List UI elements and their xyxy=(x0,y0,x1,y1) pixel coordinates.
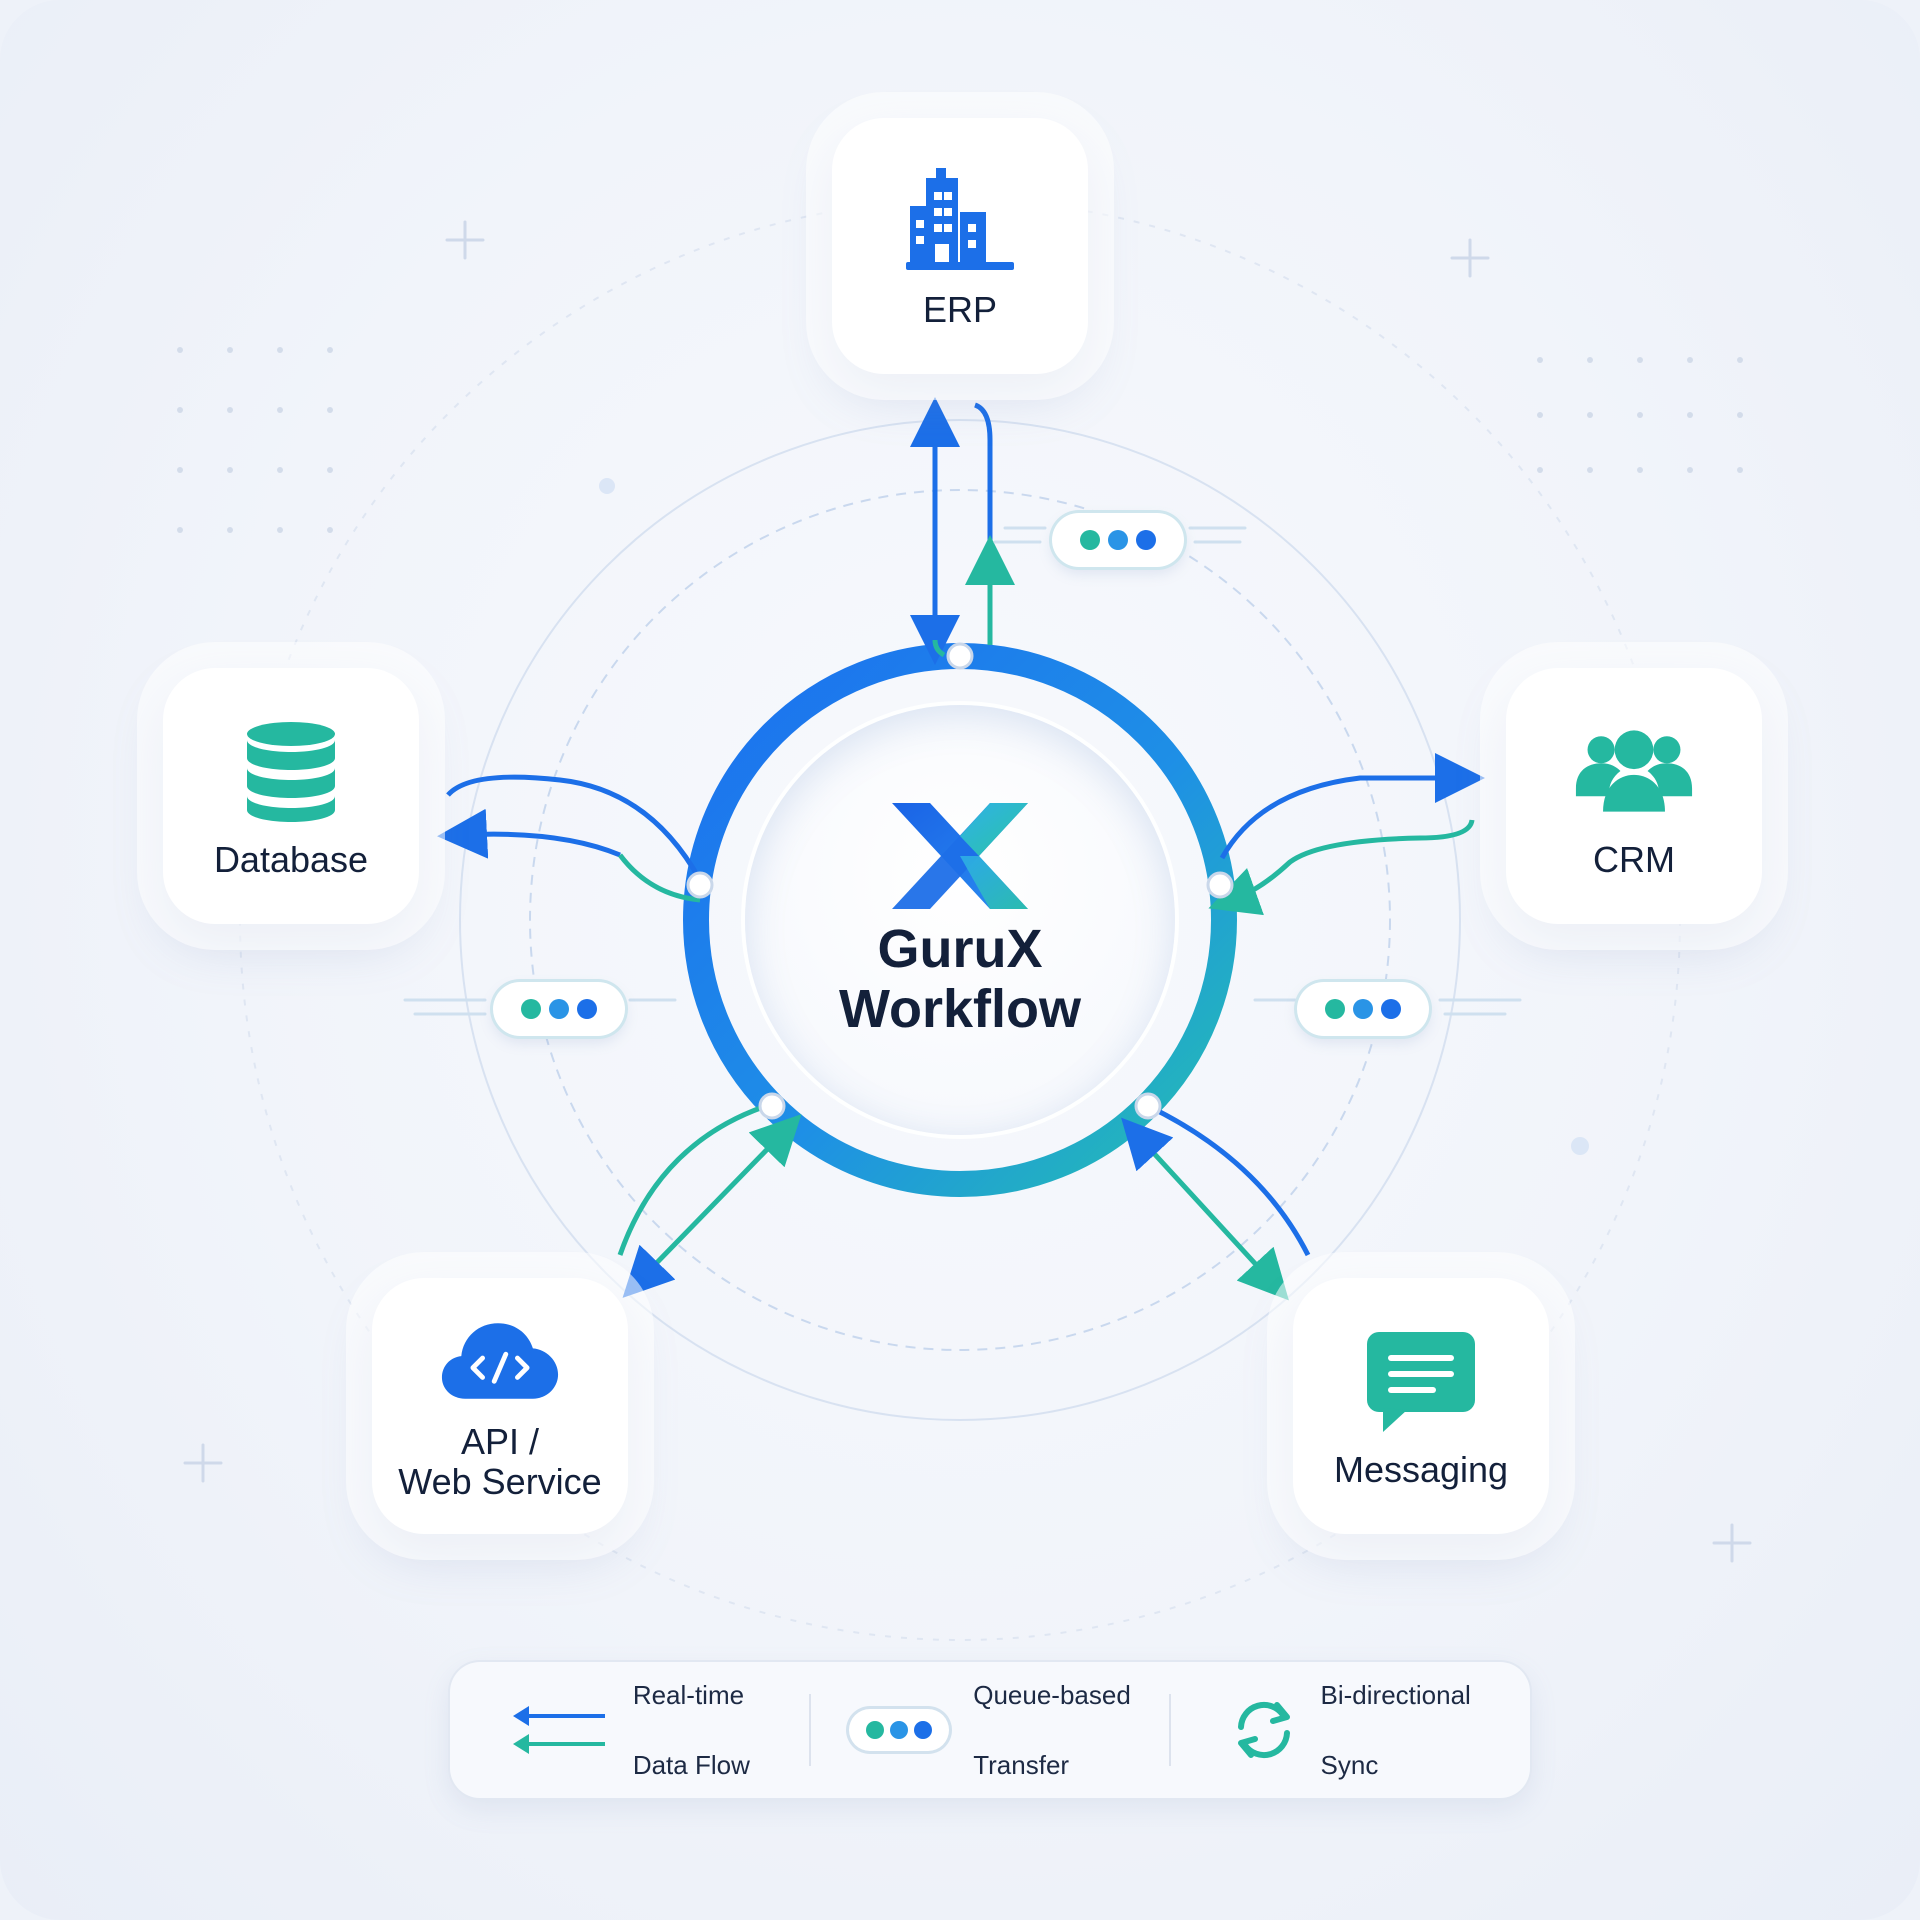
legend-queue: Queue-based Transfer xyxy=(811,1662,1170,1798)
bg-dot xyxy=(1571,1137,1589,1155)
sync-icon xyxy=(1237,1701,1290,1759)
pill-speed-lines xyxy=(403,526,1522,1016)
database-port xyxy=(686,871,714,899)
queue-dot xyxy=(1325,999,1345,1019)
api-connector-teal xyxy=(617,1101,773,1256)
queue-dot xyxy=(1108,530,1128,550)
legend-queue-line2: Transfer xyxy=(973,1749,1070,1780)
hub-core: GuruX Workflow xyxy=(745,705,1175,1135)
crm-connector-teal xyxy=(1208,819,1475,916)
queue-dot xyxy=(521,999,541,1019)
legend-realtime-line1: Real-time xyxy=(632,1679,745,1710)
node-api[interactable]: API / Web Service xyxy=(372,1278,628,1534)
node-database[interactable]: Database xyxy=(163,668,419,924)
sparkles xyxy=(183,220,1752,1563)
database-label: Database xyxy=(213,839,369,880)
api-label-line1: API / xyxy=(460,1421,539,1462)
legend-divider xyxy=(1169,1694,1172,1766)
legend: Real-time Data Flow Queue-based Transfer xyxy=(450,1662,1530,1798)
legend-sync: Bi-directional Sync xyxy=(1171,1662,1530,1798)
arrows-icon xyxy=(512,1706,605,1754)
node-erp[interactable]: ERP xyxy=(832,118,1088,374)
messaging-label: Messaging xyxy=(1333,1449,1509,1490)
erp-connector-return xyxy=(973,402,993,645)
legend-sync-line2: Sync xyxy=(1320,1749,1379,1780)
legend-realtime-line2: Data Flow xyxy=(632,1749,750,1780)
legend-queue-text: Queue-based Transfer xyxy=(973,1643,1131,1818)
gurux-logo-icon xyxy=(892,803,1028,909)
hub-title: GuruX Workflow xyxy=(839,919,1081,1039)
api-port xyxy=(758,1092,786,1120)
queue-dot xyxy=(1381,999,1401,1019)
orbit-ring-inner xyxy=(529,489,1391,1351)
chat-icon xyxy=(1361,1322,1481,1442)
queue-pill-left xyxy=(493,982,625,1036)
legend-sync-text: Bi-directional Sync xyxy=(1321,1643,1471,1818)
erp-connector-teal-join xyxy=(932,639,946,658)
queue-pill-right xyxy=(1297,982,1429,1036)
bg-dot xyxy=(599,478,615,494)
legend-divider xyxy=(808,1694,811,1766)
queue-pill-icon xyxy=(849,1709,950,1751)
queue-dot xyxy=(1080,530,1100,550)
hub-title-line2: Workflow xyxy=(839,979,1081,1039)
node-crm[interactable]: CRM xyxy=(1506,668,1762,924)
dot-grid-right xyxy=(1537,357,1743,473)
database-connector-out xyxy=(437,808,621,859)
hub-title-line1: GuruX xyxy=(877,919,1043,979)
erp-port xyxy=(946,642,974,670)
database-connector-blue xyxy=(446,774,703,882)
users-icon xyxy=(1574,712,1694,832)
crm-connector-blue xyxy=(1219,753,1485,860)
orbit-ring-middle xyxy=(459,419,1461,1421)
queue-dot xyxy=(1136,530,1156,550)
legend-sync-line1: Bi-directional xyxy=(1320,1679,1471,1710)
api-label-line2: Web Service xyxy=(398,1461,602,1502)
cloud-code-icon xyxy=(440,1310,560,1410)
messaging-port xyxy=(1134,1092,1162,1120)
queue-pill-top xyxy=(1052,513,1184,567)
dot-grid-left xyxy=(177,347,333,533)
messaging-connector-diag xyxy=(1121,1117,1289,1301)
crm-port xyxy=(1206,871,1234,899)
building-icon xyxy=(900,162,1020,282)
database-connector-teal xyxy=(618,853,701,903)
queue-dot xyxy=(1353,999,1373,1019)
erp-label: ERP xyxy=(922,289,998,330)
legend-realtime-text: Real-time Data Flow xyxy=(633,1643,750,1818)
queue-dot xyxy=(577,999,597,1019)
api-connector-diag xyxy=(622,1114,802,1298)
node-messaging[interactable]: Messaging xyxy=(1293,1278,1549,1534)
api-label: API / Web Service xyxy=(398,1422,601,1502)
legend-realtime: Real-time Data Flow xyxy=(450,1662,809,1798)
database-icon xyxy=(231,712,351,832)
crm-label: CRM xyxy=(1593,839,1675,880)
queue-dot xyxy=(549,999,569,1019)
legend-queue-line1: Queue-based xyxy=(973,1679,1131,1710)
